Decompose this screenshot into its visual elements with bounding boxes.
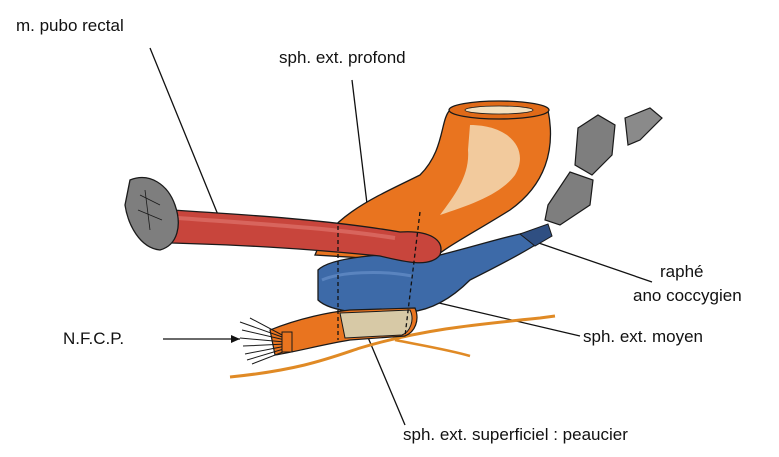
label-ano-coccygien: ano coccygien <box>633 286 742 306</box>
label-nfcp: N.F.C.P. <box>63 329 124 349</box>
leader-raphe <box>530 240 652 282</box>
fascia-line-upper <box>395 340 470 356</box>
arrowhead-nfcp <box>231 335 240 343</box>
label-pubo-rectal: m. pubo rectal <box>16 16 124 36</box>
coccyx-icon <box>545 108 662 225</box>
label-raphe: raphé <box>660 262 703 282</box>
label-ext-superficiel: sph. ext. superficiel : peaucier <box>403 425 628 445</box>
leader-ext-superficiel <box>367 335 405 425</box>
label-ext-moyen: sph. ext. moyen <box>583 327 703 347</box>
pubis-bone-icon <box>125 178 178 250</box>
label-ext-profond: sph. ext. profond <box>279 48 406 68</box>
